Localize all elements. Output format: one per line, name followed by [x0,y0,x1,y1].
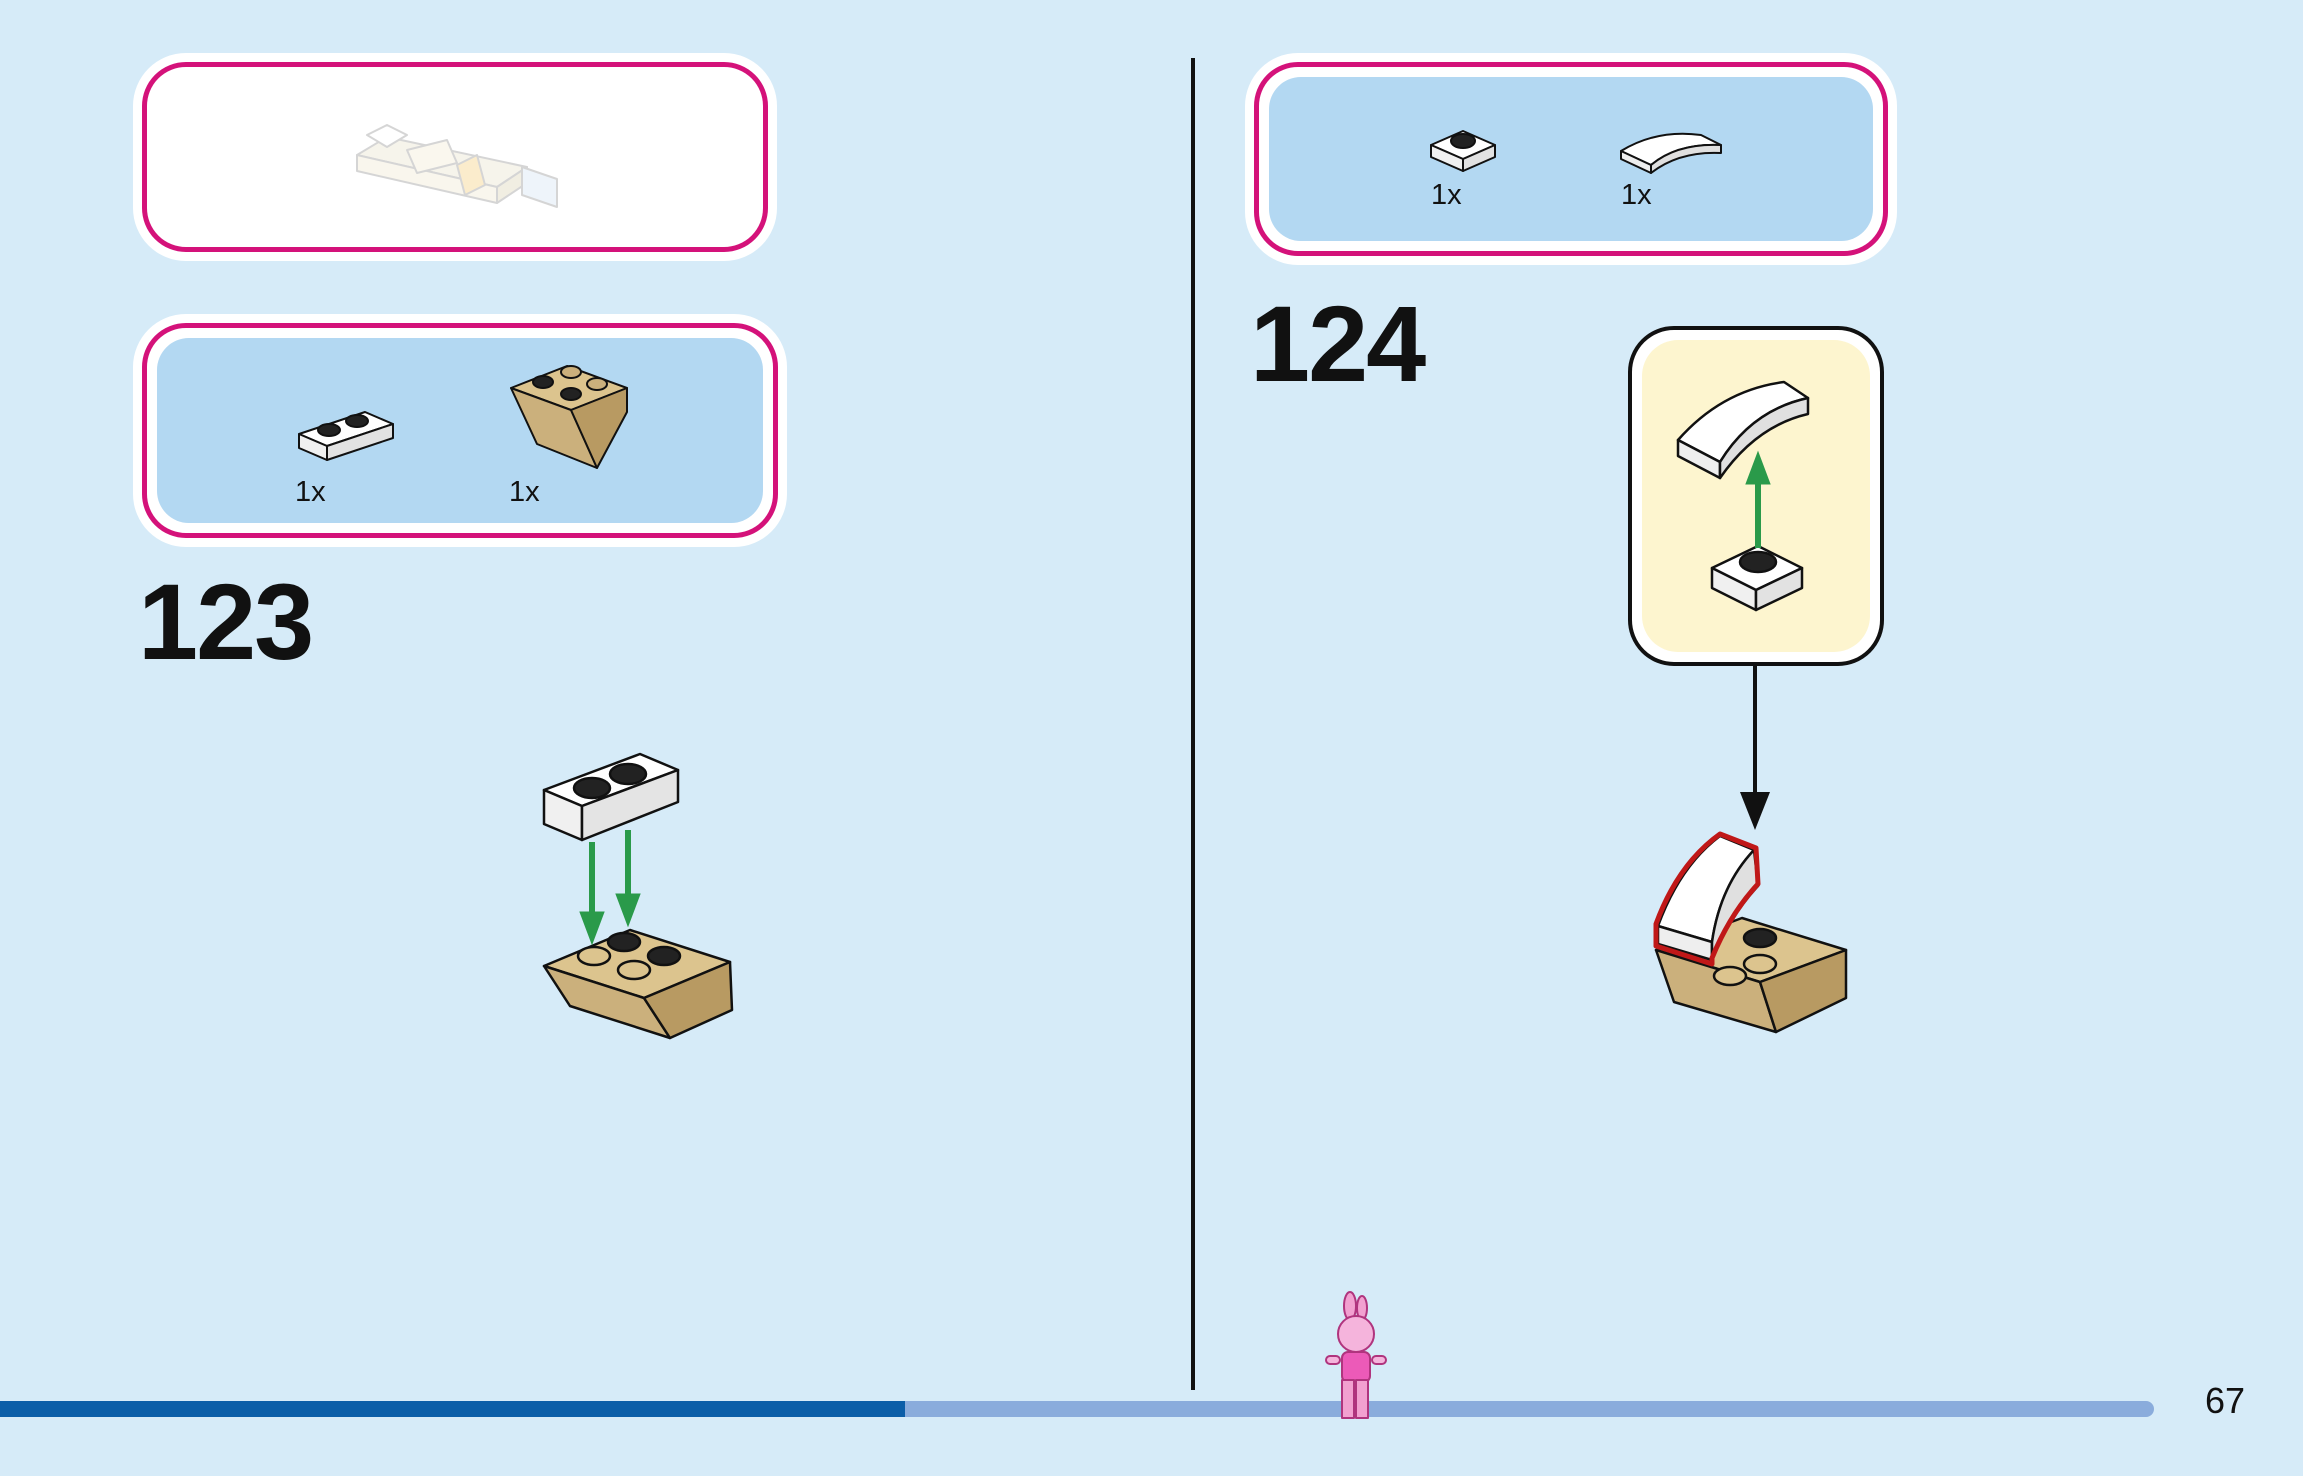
rabbit-minifigure-icon [1316,1290,1396,1430]
white-curved-slope-icon [1617,123,1727,183]
page-number: 67 [2205,1380,2245,1422]
step-number-123: 123 [138,568,312,676]
part-qty: 1x [295,476,326,509]
step-number-124: 124 [1250,290,1424,398]
build-step-123-illustration [540,730,760,1050]
tan-inverted-slope-2x2-icon [507,358,637,478]
parts-list-callout-124: 1x 1x [1254,62,1888,256]
white-plate-1x2-icon [295,404,405,474]
subassembly-illustration [1672,370,1842,620]
model-overview-icon [347,95,587,235]
build-step-124-illustration [1650,826,1850,1046]
white-round-plate-1x1-icon [1427,119,1503,179]
progress-bar-fill [0,1401,905,1417]
parts-list-callout-123: 1x 1x [142,323,778,538]
model-overview-callout [142,62,768,252]
subassembly-callout [1628,326,1884,666]
part-qty: 1x [1621,179,1652,212]
part-qty: 1x [1431,179,1462,212]
page-divider [1191,58,1195,1390]
subassembly-arrow [1740,666,1770,836]
part-qty: 1x [509,476,540,509]
